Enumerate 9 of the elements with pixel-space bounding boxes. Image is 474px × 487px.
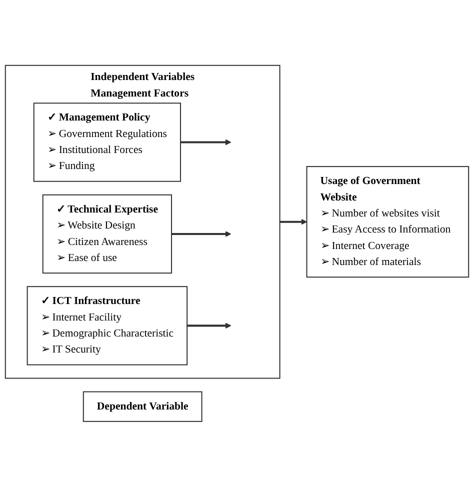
node-box: ✓ Management Policy ➢ Government Regulations ➢ Institutional Forces ➢ Funding <box>33 102 181 182</box>
node-box: Dependent Variable <box>82 391 202 422</box>
node-box: Usage of Government Website ➢ Number of websites visit ➢ Easy Access to Information ➢ Internet Coverage ➢ Number of materials <box>306 166 470 278</box>
arrow <box>187 322 232 329</box>
node-box: ✓ Technical Expertise ➢ Website Design ➢ Citizen Awareness ➢ Ease of use <box>42 194 172 274</box>
node-box: ✓ ICT Infrastructure ➢ Internet Facility ➢ Demographic Characteristic ➢ IT Security <box>26 286 188 366</box>
arrow <box>172 231 232 238</box>
arrow <box>280 218 308 225</box>
arrow <box>180 139 232 146</box>
